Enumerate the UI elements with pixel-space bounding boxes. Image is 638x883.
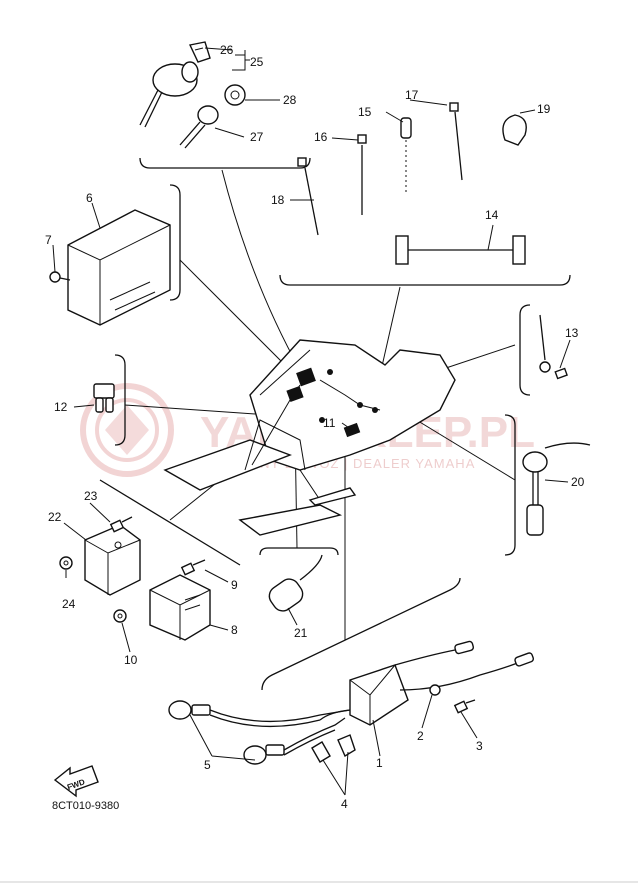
callout-21: 21 xyxy=(294,626,308,640)
relay-8 xyxy=(149,574,211,641)
ignition-coil xyxy=(319,640,535,726)
callout-8: 8 xyxy=(231,623,238,637)
main-wire-harness xyxy=(163,339,456,536)
callout-3: 3 xyxy=(476,739,483,753)
callout-19: 19 xyxy=(537,102,551,116)
callout-13: 13 xyxy=(565,326,579,340)
clips-4 xyxy=(311,734,356,763)
callout-leaders xyxy=(52,47,571,796)
main-switch xyxy=(139,61,199,128)
cap-switch xyxy=(179,105,219,149)
switch-nut xyxy=(224,84,246,106)
callout-24: 24 xyxy=(62,597,76,611)
callout-17: 17 xyxy=(405,88,419,102)
callout-9: 9 xyxy=(231,578,238,592)
ground-lead xyxy=(539,314,568,380)
clamp-19 xyxy=(502,114,527,146)
callout-22: 22 xyxy=(48,510,62,524)
lead-terminal xyxy=(429,684,476,714)
callout-7: 7 xyxy=(45,233,52,247)
callout-4: 4 xyxy=(341,797,348,811)
rectifier-regulator xyxy=(84,524,141,596)
fwd-arrow-icon: FWD xyxy=(53,765,99,798)
callout-6: 6 xyxy=(86,191,93,205)
cdi-unit xyxy=(67,209,171,326)
ignition-key xyxy=(188,41,211,63)
fuse-holder xyxy=(400,117,412,195)
callout-26: 26 xyxy=(220,43,234,57)
nut-24 xyxy=(59,556,73,570)
group-brackets xyxy=(99,157,571,691)
callout-1: 1 xyxy=(376,756,383,770)
lead-14 xyxy=(395,235,526,265)
callout-23: 23 xyxy=(84,489,98,503)
band-17 xyxy=(449,102,463,181)
callout-labels: 26 25 28 27 17 19 15 16 18 14 6 7 13 12 … xyxy=(45,43,585,811)
nut-10 xyxy=(113,609,127,623)
bolt-7 xyxy=(49,271,71,283)
callout-15: 15 xyxy=(358,105,372,119)
callout-2: 2 xyxy=(417,729,424,743)
band-18 xyxy=(297,157,319,236)
condenser xyxy=(268,554,323,612)
callout-16: 16 xyxy=(314,130,328,144)
callout-25: 25 xyxy=(250,55,264,69)
band-16 xyxy=(357,134,367,215)
callout-12: 12 xyxy=(54,400,68,414)
callout-28: 28 xyxy=(283,93,297,107)
callout-10: 10 xyxy=(124,653,138,667)
bolt-23 xyxy=(109,516,133,533)
callout-5: 5 xyxy=(204,758,211,772)
callout-14: 14 xyxy=(485,208,499,222)
fuse-12 xyxy=(93,383,115,413)
thermo-switch xyxy=(522,442,591,536)
callout-27: 27 xyxy=(250,130,264,144)
diagram-code: 8CT010-9380 xyxy=(52,800,119,812)
callout-18: 18 xyxy=(271,193,285,207)
bolt-9 xyxy=(180,559,206,576)
callout-11: 11 xyxy=(323,416,336,430)
callout-20: 20 xyxy=(571,475,585,489)
